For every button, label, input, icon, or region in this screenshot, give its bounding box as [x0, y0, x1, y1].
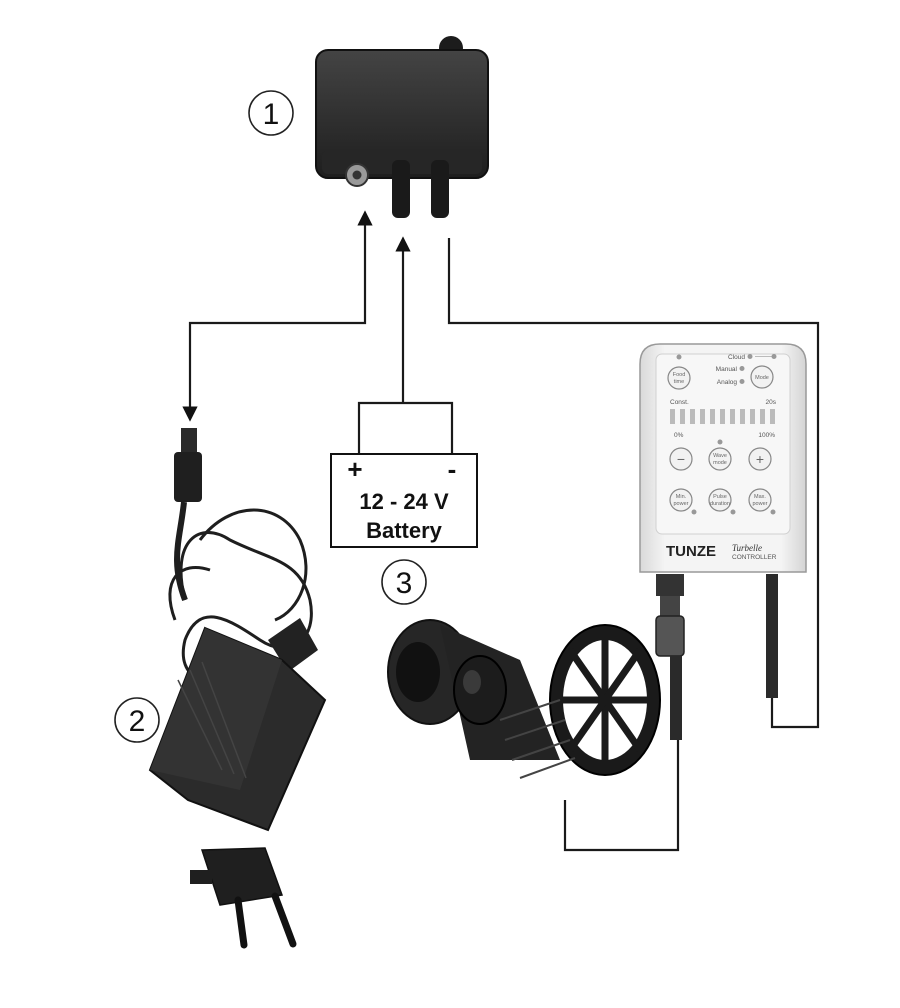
- callout-3: 3: [381, 559, 427, 605]
- wave-mode-button[interactable]: [708, 447, 732, 471]
- wire-adapter-to-box: [182, 210, 373, 422]
- controller-cables: [655, 574, 778, 740]
- wire-battery-terminals: [357, 401, 454, 454]
- svg-text:2: 2: [129, 705, 146, 738]
- svg-text:+: +: [756, 451, 764, 467]
- svg-text:Min.: Min.: [676, 494, 687, 500]
- svg-text:power: power: [674, 501, 689, 507]
- min-power-button[interactable]: [669, 488, 693, 512]
- svg-text:Pulse: Pulse: [713, 494, 727, 500]
- svg-text:mode: mode: [713, 460, 727, 466]
- svg-text:12 - 24 V: 12 - 24 V: [359, 489, 449, 514]
- svg-text:1: 1: [263, 98, 280, 131]
- svg-text:Analog: Analog: [717, 379, 738, 386]
- food-time-button[interactable]: [667, 366, 691, 390]
- max-power-button[interactable]: [748, 488, 772, 512]
- plus-button[interactable]: [748, 447, 772, 471]
- svg-text:power: power: [753, 501, 768, 507]
- svg-text:Wave: Wave: [713, 453, 727, 459]
- svg-text:Max.: Max.: [754, 494, 766, 500]
- svg-text:Const.: Const.: [670, 399, 689, 406]
- mode-button[interactable]: [750, 365, 774, 389]
- level-bar-segments: [670, 409, 775, 424]
- svg-text:-: -: [448, 454, 457, 484]
- battery: + - 12 - 24 V Battery: [330, 453, 478, 548]
- callout-2: 2: [114, 697, 160, 743]
- wire-pump-to-controller: [563, 740, 680, 852]
- adapter-box: [315, 36, 489, 218]
- power-adapter: [148, 428, 327, 949]
- svg-text:3: 3: [396, 567, 413, 600]
- svg-text:Manual: Manual: [716, 366, 738, 373]
- svg-text:0%: 0%: [674, 432, 684, 439]
- svg-text:Food: Food: [673, 372, 686, 378]
- turbelle-controller: Food time Cloud Manual Analog Mode Const…: [639, 343, 807, 573]
- svg-text:TUNZE: TUNZE: [666, 543, 716, 560]
- svg-text:+: +: [347, 454, 362, 484]
- svg-text:duration: duration: [710, 501, 730, 507]
- svg-text:100%: 100%: [758, 432, 775, 439]
- minus-button[interactable]: [669, 447, 693, 471]
- svg-text:Turbelle: Turbelle: [732, 543, 762, 553]
- svg-text:Battery: Battery: [366, 518, 443, 543]
- svg-text:time: time: [674, 379, 684, 385]
- pulse-duration-button[interactable]: [708, 488, 732, 512]
- svg-text:Cloud: Cloud: [728, 354, 745, 361]
- svg-text:−: −: [677, 451, 685, 467]
- callout-1: 1: [248, 90, 294, 136]
- wire-box-to-controller: [447, 238, 820, 729]
- svg-text:20s: 20s: [766, 399, 777, 406]
- wave-pump: [387, 619, 661, 779]
- svg-text:Mode: Mode: [755, 375, 769, 381]
- svg-text:CONTROLLER: CONTROLLER: [732, 554, 777, 561]
